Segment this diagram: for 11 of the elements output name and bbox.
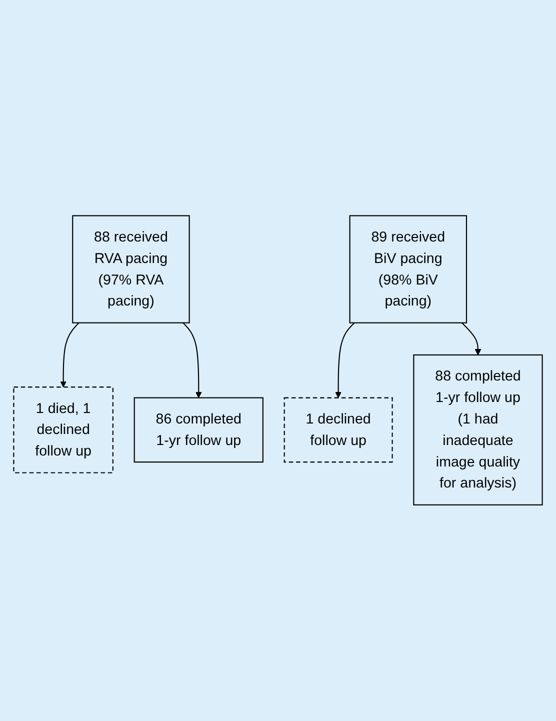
node-box	[349, 215, 468, 324]
arrow	[462, 322, 482, 356]
node-box	[13, 386, 114, 474]
node-box	[413, 354, 543, 506]
arrow	[335, 322, 355, 398]
node-box	[134, 397, 264, 463]
arrow	[60, 322, 80, 388]
arrow	[182, 322, 202, 398]
flowchart: 88 received RVA pacing (97% RVA pacing) 89 received BiV pacing (98% BiV pacing) 1 died, 1 declined follow up 1 declined follow up 86 completed 1-yr follow up 88 completed 1-yr follow up (1 had inadequate image quality for analysis)	[8, 210, 548, 511]
node-box	[284, 397, 393, 463]
node-box	[72, 215, 190, 324]
